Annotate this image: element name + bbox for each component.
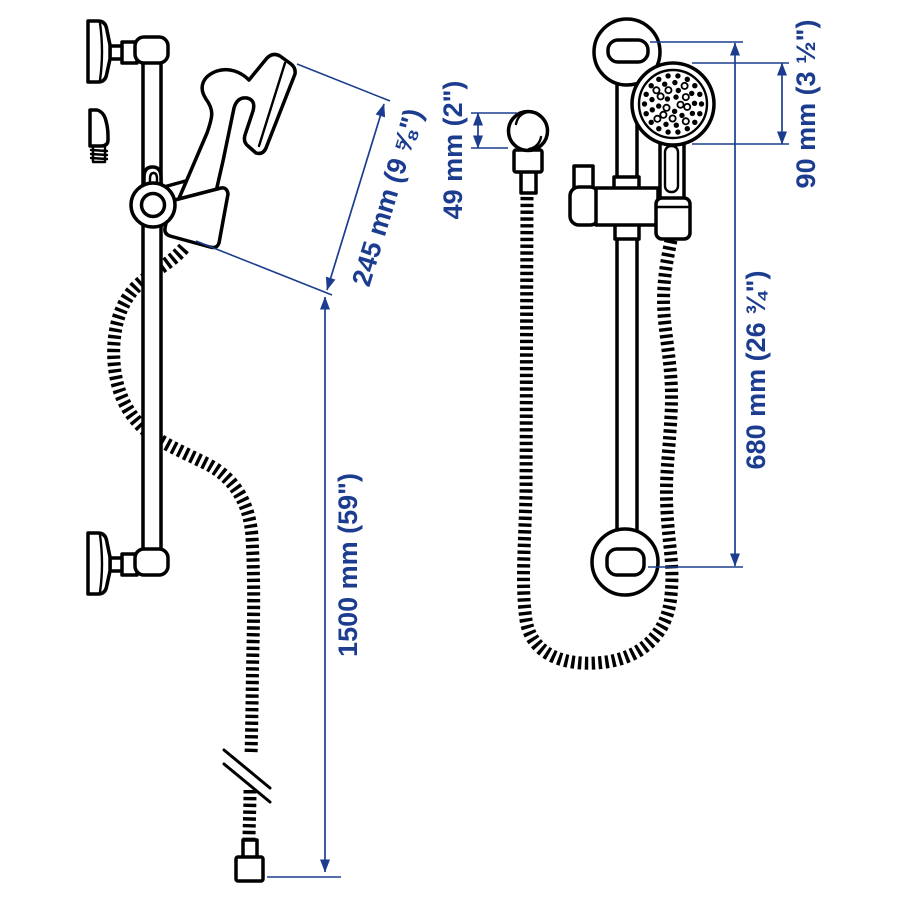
wall-plug [88, 108, 110, 164]
dimension-outlet-diameter: 49 mm (2") [438, 81, 517, 220]
outlet-stem [519, 169, 538, 195]
shower-handle [658, 136, 686, 202]
outlet-ball-highlight [514, 110, 543, 151]
head-inner-ring [637, 68, 709, 140]
hose-break-marks [222, 748, 272, 804]
outlet-ball [506, 109, 550, 153]
spray-holes [641, 73, 705, 135]
dimension-head-diameter: 90 mm (3 ½") [692, 20, 821, 189]
wall-bracket-top [86, 19, 170, 84]
wall-mount-bottom [590, 527, 660, 597]
dimension-hose-length: 1500 mm (59") [267, 296, 363, 878]
slider-clamp [568, 164, 660, 241]
ribbed-hose-front [517, 195, 679, 670]
handle-holder-cup [654, 196, 692, 241]
handheld-shower [163, 52, 297, 250]
hose-length-label: 1500 mm (59") [333, 473, 363, 657]
outlet-nut [512, 148, 544, 174]
wall-mount-top [592, 17, 662, 87]
spray-face-edge [257, 61, 287, 148]
riser-rail-front [615, 49, 639, 564]
front-view: 49 mm (2") 90 mm (3 ½") 680 mm (26 ¾") [438, 17, 821, 670]
shower-head-face [630, 61, 716, 147]
wall-plug-threads [89, 148, 109, 161]
wall-plug-body [88, 108, 110, 148]
bracket-plate-edge [98, 21, 104, 82]
wall-outlet-ball [506, 109, 550, 195]
holder-knob-center [139, 191, 167, 219]
side-view: 245 mm (9 ⅝") 1500 mm (59") [86, 19, 429, 883]
slider-clamp-body [594, 186, 660, 227]
hose-connector [234, 838, 265, 883]
ribbed-hose [107, 243, 261, 756]
wall-mount-top-boss [606, 38, 650, 64]
hose-connector-nut [234, 855, 265, 883]
handset-length-label: 245 mm (9 ⅝") [346, 105, 428, 290]
riser-rail [141, 48, 163, 564]
dimension-rail-length: 680 mm (26 ¾") [648, 41, 771, 568]
head-diameter-label: 90 mm (3 ½") [791, 20, 821, 189]
holder-knob [129, 181, 177, 229]
bracket-rail-clamp [133, 35, 170, 65]
bracket-wall-plate [86, 19, 112, 84]
wall-mount-bottom-boss [605, 547, 646, 577]
outlet-diameter-label: 49 mm (2") [438, 81, 468, 220]
rail-length-label: 680 mm (26 ¾") [741, 271, 771, 470]
handset-body [175, 52, 297, 205]
ribbed-hose-after-break [242, 789, 257, 843]
handset-sleeve [163, 186, 230, 250]
